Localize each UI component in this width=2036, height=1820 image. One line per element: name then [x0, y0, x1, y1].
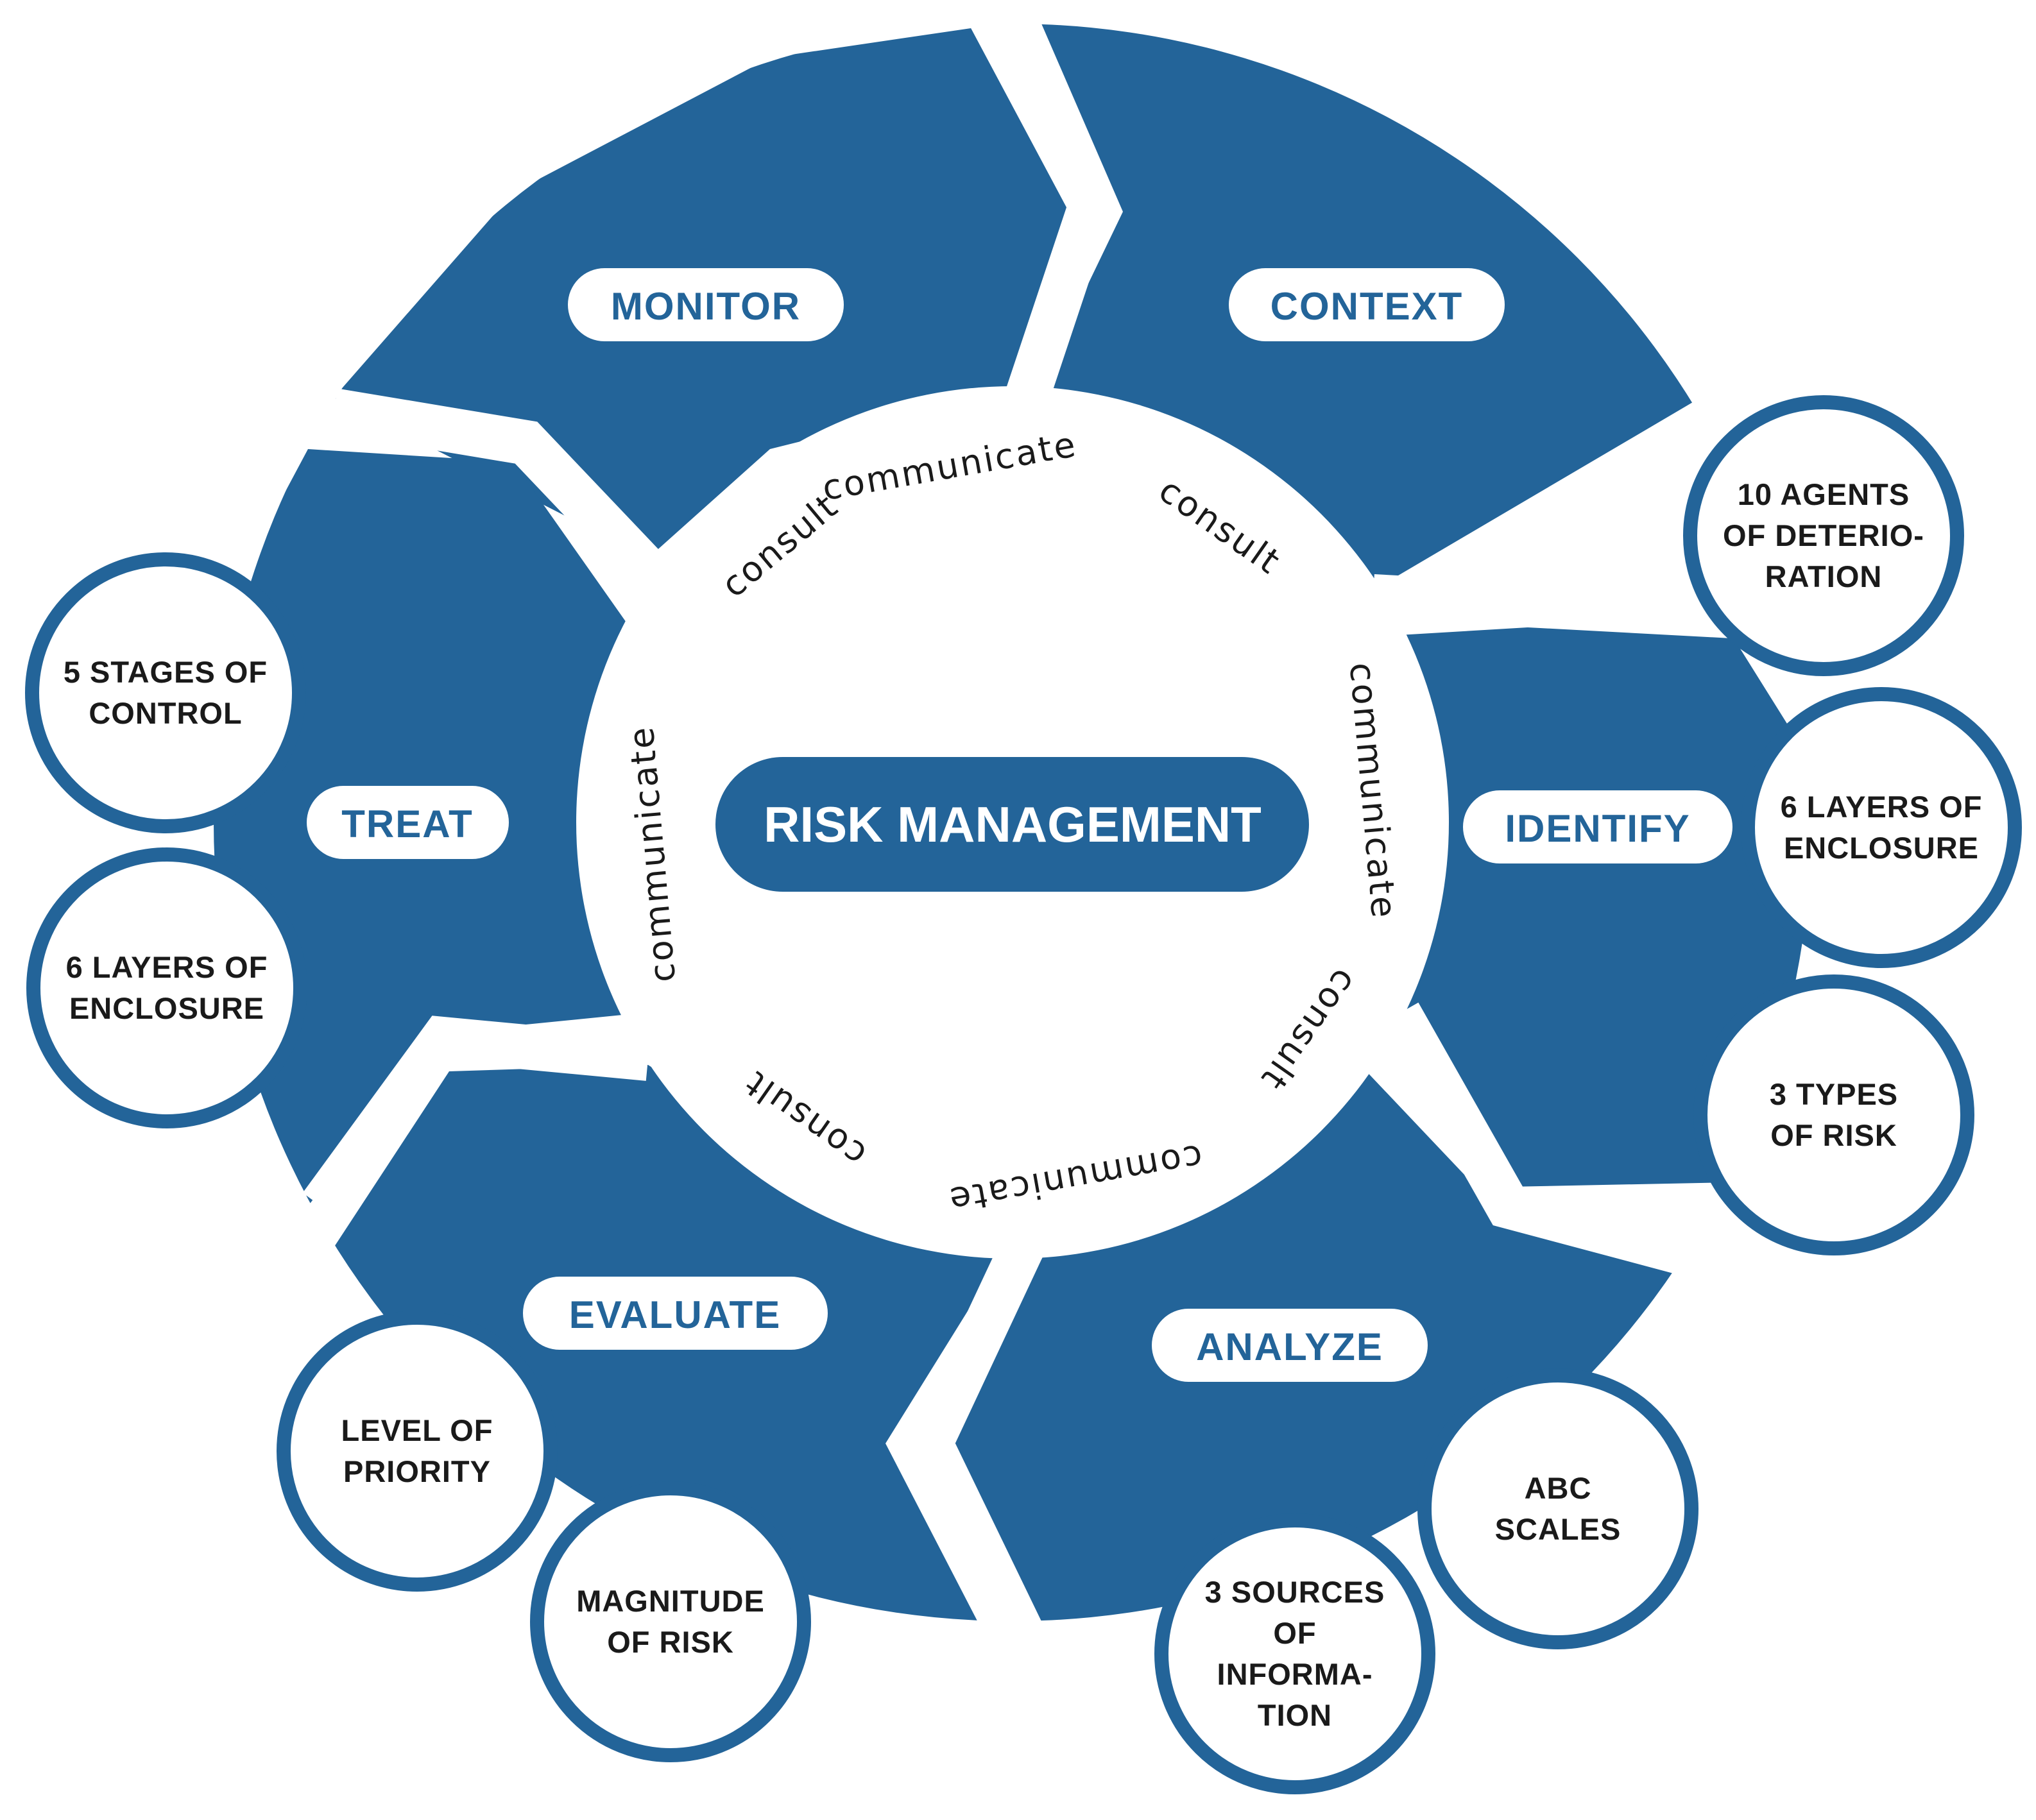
bubble-text-line: 10 AGENTS [1738, 477, 1910, 511]
center-pill [715, 757, 1309, 892]
bubble-types-of-risk: 3 TYPES OF RISK [1693, 974, 1974, 1255]
bubble-text-line: SCALES [1495, 1512, 1621, 1546]
stage-analyze: ANALYZE [1196, 1325, 1383, 1368]
bubble-treat-layers-of-enclosure: 6 LAYERS OF ENCLOSURE [26, 847, 307, 1128]
monitor-pill [568, 268, 844, 341]
bubble-text-line: OF DETERIO- [1723, 518, 1924, 552]
bubble-text-line: CONTROL [89, 696, 242, 730]
bubble-text-line: ABC [1525, 1471, 1592, 1505]
bubble-text-line: INFORMA- [1217, 1657, 1373, 1691]
stage-labels: MONITOR CONTEXT IDENTIFY ANALYZE EVALUAT… [307, 268, 1732, 1382]
bubble-sources-of-information: 3 SOURCES OF INFORMA- TION [1154, 1513, 1435, 1794]
bubble-text-line: MAGNITUDE [576, 1584, 765, 1618]
segment-gaps [302, 2, 1734, 1653]
bubble-text-line: PRIORITY [343, 1454, 491, 1488]
context-pill [1229, 268, 1505, 341]
bubble-text-line: ENCLOSURE [69, 991, 264, 1025]
bubble-level-of-priority: LEVEL OF PRIORITY [277, 1311, 558, 1592]
bubble-text-line: LEVEL OF [341, 1413, 493, 1447]
bubble-text-line: 3 TYPES [1770, 1077, 1898, 1111]
bubble-stages-of-control: 5 STAGES OF CONTROL [25, 552, 306, 833]
center-label: RISK MANAGEMENT [764, 796, 1262, 853]
stage-identify: IDENTIFY [1505, 807, 1690, 850]
bubble-text-line: RATION [1765, 559, 1883, 593]
bubble-magnitude-of-risk: MAGNITUDE OF RISK [530, 1481, 811, 1762]
stage-treat: TREAT [341, 803, 474, 846]
evaluate-pill [523, 1277, 828, 1350]
analyze-pill [1152, 1309, 1428, 1382]
stage-monitor: MONITOR [611, 285, 801, 328]
stage-evaluate: EVALUATE [569, 1293, 781, 1336]
bubble-text-line: 5 STAGES OF [64, 655, 268, 689]
bubble-text-line: ENCLOSURE [1784, 831, 1979, 865]
bubble-text-line: TION [1258, 1698, 1332, 1732]
bubble-text-line: 6 LAYERS OF [66, 950, 268, 984]
bubble-text-line: 3 SOURCES [1205, 1575, 1385, 1609]
stage-context: CONTEXT [1270, 285, 1464, 328]
bubble-identify-layers-of-enclosure: 6 LAYERS OF ENCLOSURE [1741, 687, 2022, 968]
bubble-abc-scales: ABC SCALES [1417, 1368, 1698, 1649]
treat-pill [307, 786, 509, 859]
bubbles: 10 AGENTS OF DETERIO- RATION 6 LAYERS OF EN… [25, 395, 2022, 1794]
bubble-text-line: 6 LAYERS OF [1781, 790, 1983, 824]
identify-pill [1463, 790, 1732, 863]
bubble-agents-of-deterioration: 10 AGENTS OF DETERIO- RATION [1683, 395, 1964, 676]
bubble-text-line: OF [1273, 1616, 1316, 1650]
center-label-group: RISK MANAGEMENT [715, 757, 1309, 892]
bubble-text-line: OF RISK [1770, 1118, 1897, 1152]
bubble-text-line: OF RISK [607, 1625, 734, 1659]
